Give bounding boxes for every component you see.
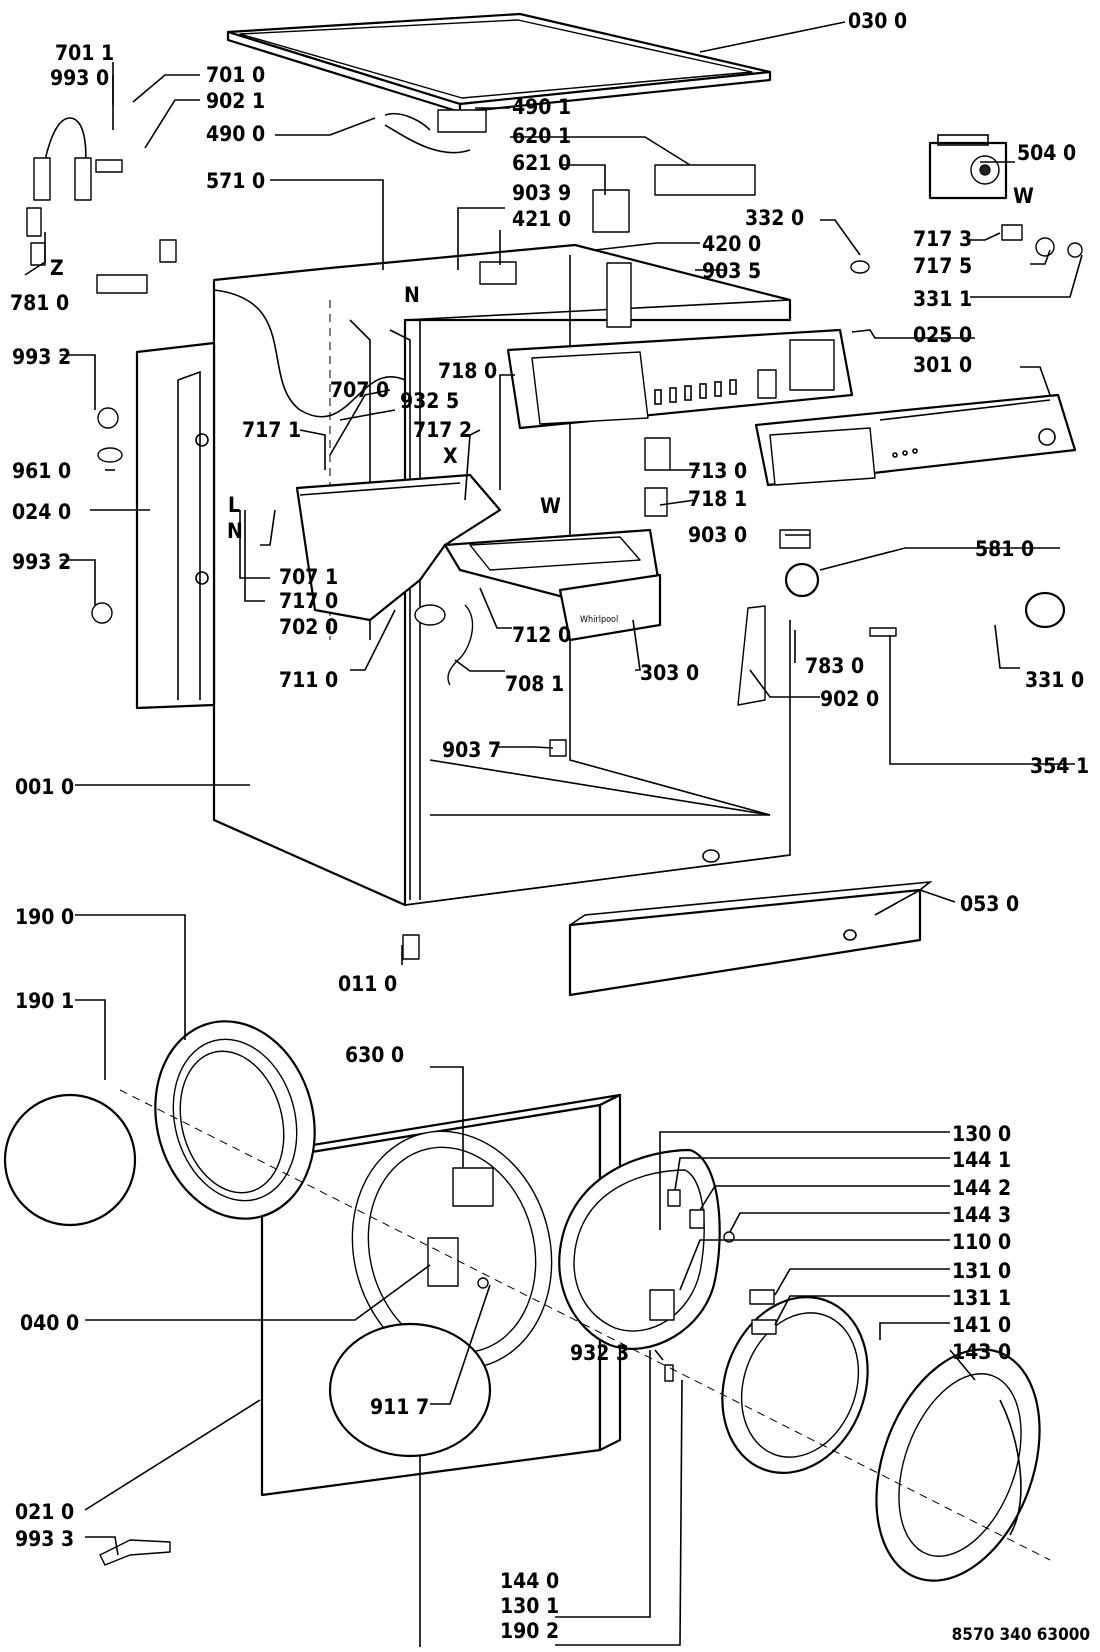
label-030-0: 030 0 xyxy=(848,9,907,33)
label-141-0: 141 0 xyxy=(952,1313,1011,1337)
label-143-0: 143 0 xyxy=(952,1340,1011,1364)
label-993-3: 993 3 xyxy=(15,1527,74,1551)
label-301-0: 301 0 xyxy=(913,353,972,377)
label-571-0: 571 0 xyxy=(206,169,265,193)
label-717-1: 717 1 xyxy=(242,418,301,442)
label-144-3: 144 3 xyxy=(952,1203,1011,1227)
label-932-3: 932 3 xyxy=(570,1341,629,1365)
small-parts xyxy=(26,109,1083,1566)
label-717-0: 717 0 xyxy=(279,589,338,613)
label-903-7: 903 7 xyxy=(442,738,501,762)
label-303-0: 303 0 xyxy=(640,661,699,685)
label-712-0: 712 0 xyxy=(512,623,571,647)
label-z: Z xyxy=(50,256,64,280)
label-701-1: 701 1 xyxy=(55,41,114,65)
label-053-0: 053 0 xyxy=(960,892,1019,916)
label-961-0: 961 0 xyxy=(12,459,71,483)
label-131-1: 131 1 xyxy=(952,1286,1011,1310)
leader-lines xyxy=(24,21,1083,1652)
label-718-1: 718 1 xyxy=(688,487,747,511)
label-717-5: 717 5 xyxy=(913,254,972,278)
facia-part xyxy=(754,393,1077,487)
label-490-0: 490 0 xyxy=(206,122,265,146)
side-panel-part xyxy=(135,341,216,710)
label-902-0: 902 0 xyxy=(820,687,879,711)
label-903-5: 903 5 xyxy=(702,259,761,283)
label-331-0: 331 0 xyxy=(1025,668,1084,692)
programmer-part xyxy=(928,134,1008,200)
door-gasket-part xyxy=(3,1020,316,1227)
label-707-0: 707 0 xyxy=(330,378,389,402)
label-130-0: 130 0 xyxy=(952,1122,1011,1146)
label-711-0: 711 0 xyxy=(279,668,338,692)
label-w-dispenser: W xyxy=(540,494,561,518)
label-130-1: 130 1 xyxy=(500,1594,559,1618)
dispenser-part: Whirlpool xyxy=(295,473,662,642)
part-labels: 030 0 701 1 993 0 701 0 902 1 490 1 490 … xyxy=(10,9,1089,1643)
label-354-1: 354 1 xyxy=(1030,754,1089,778)
label-190-1: 190 1 xyxy=(15,989,74,1013)
label-718-0: 718 0 xyxy=(438,359,497,383)
door-bowl-part xyxy=(875,1348,1041,1582)
label-144-0: 144 0 xyxy=(500,1569,559,1593)
label-110-0: 110 0 xyxy=(952,1230,1011,1254)
label-l: L xyxy=(228,493,240,517)
label-011-0: 011 0 xyxy=(338,972,397,996)
drawing-code: 8570 340 63000 xyxy=(952,1625,1090,1645)
label-902-1: 902 1 xyxy=(206,89,265,113)
label-581-0: 581 0 xyxy=(975,537,1034,561)
label-w-programmer: W xyxy=(1013,184,1034,208)
label-932-5: 932 5 xyxy=(400,389,459,413)
kickplate-part xyxy=(568,880,933,997)
label-131-0: 131 0 xyxy=(952,1259,1011,1283)
label-781-0: 781 0 xyxy=(10,291,69,315)
label-025-0: 025 0 xyxy=(913,323,972,347)
label-040-0: 040 0 xyxy=(20,1311,79,1335)
control-panel-part xyxy=(506,328,854,430)
top-cover-part xyxy=(226,12,772,114)
label-332-0: 332 0 xyxy=(745,206,804,230)
label-620-1: 620 1 xyxy=(512,124,571,148)
label-911-7: 911 7 xyxy=(370,1395,429,1419)
label-021-0: 021 0 xyxy=(15,1500,74,1524)
label-024-0: 024 0 xyxy=(12,500,71,524)
svg-text:Whirlpool: Whirlpool xyxy=(580,615,618,625)
label-331-1: 331 1 xyxy=(913,287,972,311)
label-n-dispenser: N xyxy=(227,519,243,543)
label-993-2-bottom: 993 2 xyxy=(12,550,71,574)
label-x: X xyxy=(443,444,458,468)
hose-part xyxy=(447,604,474,686)
label-717-3: 717 3 xyxy=(913,227,972,251)
label-190-2: 190 2 xyxy=(500,1619,559,1643)
label-783-0: 783 0 xyxy=(805,654,864,678)
label-621-0: 621 0 xyxy=(512,151,571,175)
label-420-0: 420 0 xyxy=(702,232,761,256)
label-421-0: 421 0 xyxy=(512,207,571,231)
door-ring-part xyxy=(721,1296,869,1474)
door-glass-part xyxy=(328,1322,492,1458)
label-717-2: 717 2 xyxy=(413,418,472,442)
label-903-9: 903 9 xyxy=(512,181,571,205)
label-144-1: 144 1 xyxy=(952,1148,1011,1172)
label-490-1: 490 1 xyxy=(512,95,571,119)
label-630-0: 630 0 xyxy=(345,1043,404,1067)
label-190-0: 190 0 xyxy=(15,905,74,929)
label-701-0: 701 0 xyxy=(206,63,265,87)
label-707-1: 707 1 xyxy=(279,565,338,589)
label-708-1: 708 1 xyxy=(505,672,564,696)
label-504-0: 504 0 xyxy=(1017,141,1076,165)
label-n-valve: N xyxy=(404,283,420,307)
label-903-0: 903 0 xyxy=(688,523,747,547)
label-993-2-top: 993 2 xyxy=(12,345,71,369)
label-001-0: 001 0 xyxy=(15,775,74,799)
label-702-0: 702 0 xyxy=(279,615,338,639)
label-144-2: 144 2 xyxy=(952,1176,1011,1200)
label-713-0: 713 0 xyxy=(688,459,747,483)
label-993-0: 993 0 xyxy=(50,66,109,90)
